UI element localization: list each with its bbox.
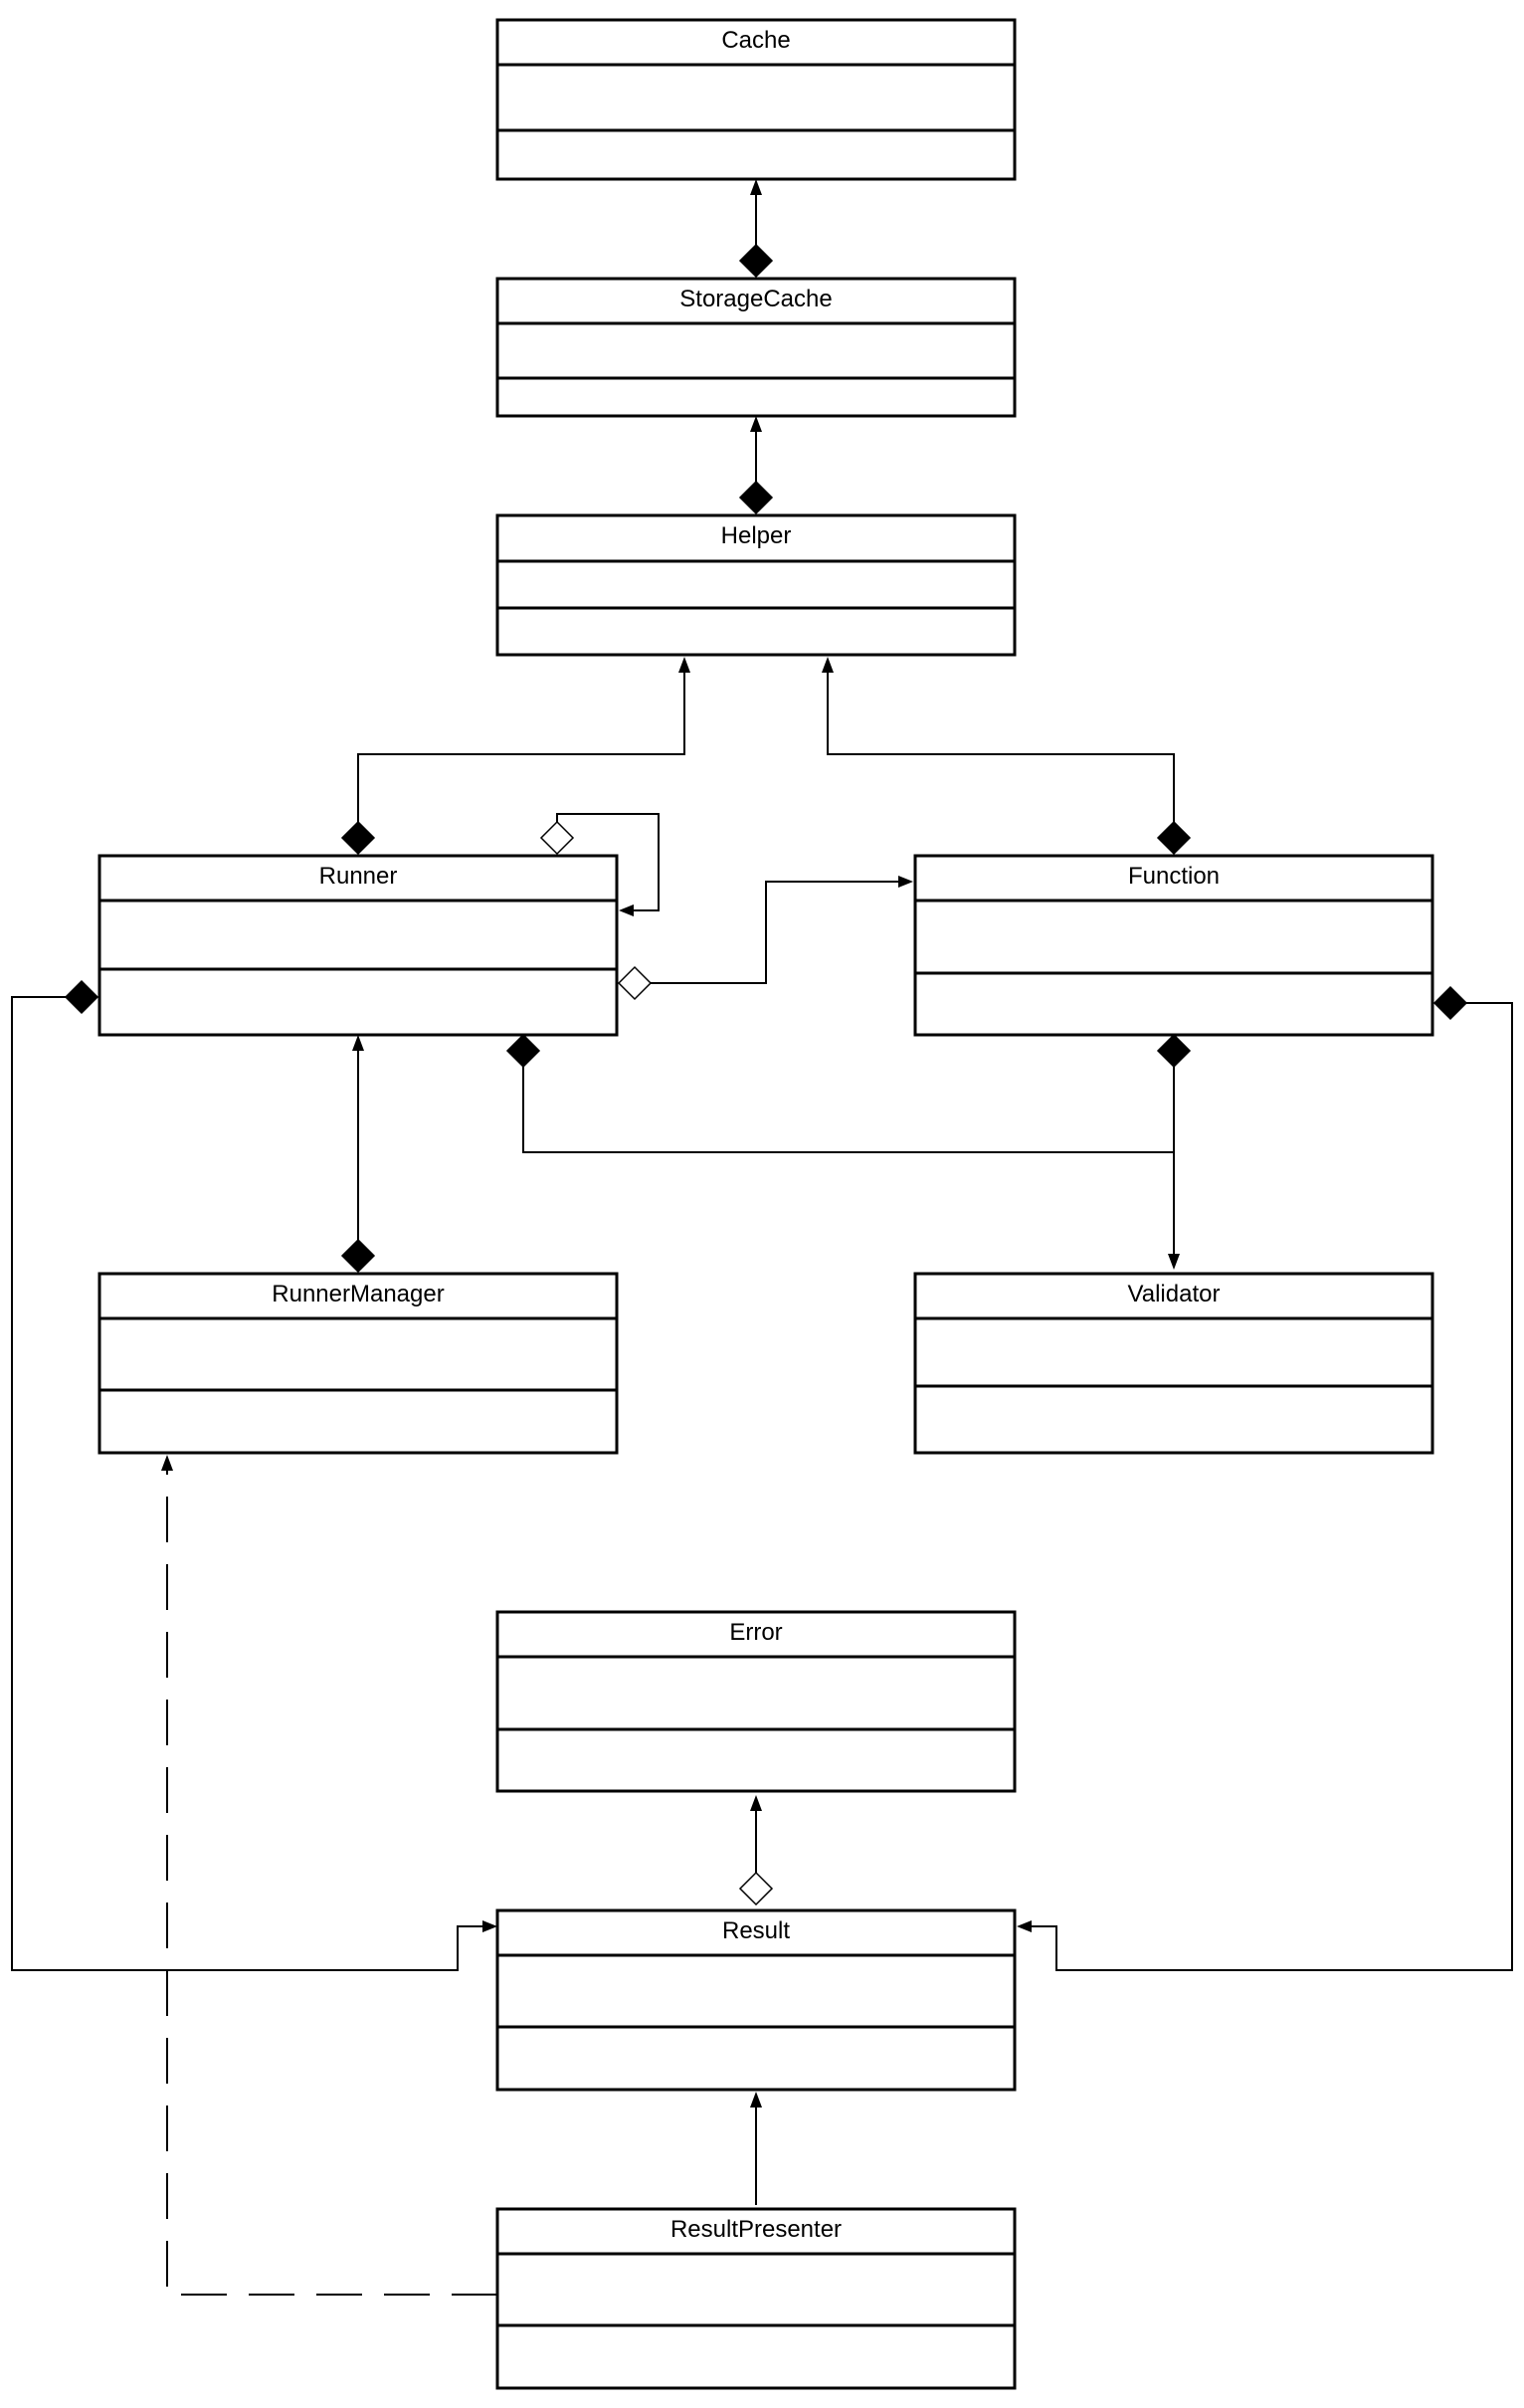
class-name: Helper: [721, 522, 792, 549]
class-result[interactable]: Result: [495, 1908, 1017, 2092]
edge-runnermanager-runner: [340, 1035, 376, 1274]
class-storage-cache[interactable]: StorageCache: [495, 277, 1017, 418]
edge-function-result: [1017, 985, 1513, 1971]
edge-runner-result: [11, 979, 497, 1971]
class-helper[interactable]: Helper: [495, 513, 1017, 657]
class-name: Cache: [721, 27, 790, 54]
relationship-edges: [11, 179, 1513, 2296]
class-name: StorageCache: [679, 286, 832, 312]
class-name: Validator: [1128, 1281, 1221, 1307]
edge-result-error: [738, 1795, 774, 1906]
edge-resultpresenter-runnermanager: [161, 1455, 497, 2296]
edge-helper-storagecache: [738, 416, 774, 515]
edge-runner-function: [617, 876, 913, 1001]
class-name: Result: [722, 1917, 790, 1944]
edge-runner-helper: [340, 657, 690, 856]
edge-runner-validator: [505, 1033, 1174, 1153]
class-runner[interactable]: Runner: [97, 854, 619, 1037]
class-name: ResultPresenter: [670, 2216, 842, 2243]
class-function[interactable]: Function: [913, 854, 1434, 1037]
class-runner-manager[interactable]: RunnerManager: [97, 1272, 619, 1455]
class-cache[interactable]: Cache: [495, 18, 1017, 181]
classes: Cache StorageCache Helper Runner Functio…: [97, 18, 1434, 2390]
class-result-presenter[interactable]: ResultPresenter: [495, 2207, 1017, 2390]
class-name: Runner: [319, 863, 398, 890]
class-name: Error: [729, 1619, 782, 1646]
edge-storagecache-cache: [738, 179, 774, 279]
class-error[interactable]: Error: [495, 1610, 1017, 1793]
class-validator[interactable]: Validator: [913, 1272, 1434, 1455]
edge-runner-self: [539, 813, 660, 916]
edge-function-helper: [822, 657, 1192, 856]
class-name: Function: [1128, 863, 1220, 890]
class-name: RunnerManager: [272, 1281, 444, 1307]
edge-resultpresenter-result: [750, 2092, 762, 2205]
edge-function-validator: [1156, 1033, 1192, 1270]
